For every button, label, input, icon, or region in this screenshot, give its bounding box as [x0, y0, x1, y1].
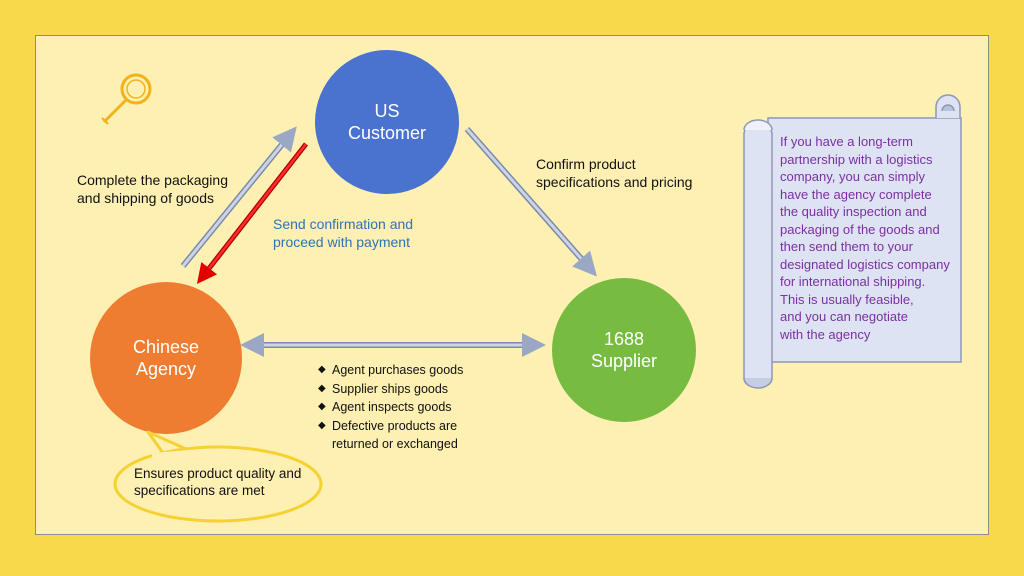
label-confirm-specs: Confirm product specifications and prici…	[536, 156, 693, 190]
node-chinese-agency	[90, 282, 242, 434]
supplier-label: 1688 Supplier	[590, 329, 658, 371]
scroll-note-text: If you have a long-term partnership with…	[780, 133, 950, 343]
arrow-customer-to-supplier	[464, 127, 597, 277]
diamond-bullet-icon: ◆	[318, 419, 326, 431]
scroll-feasible-paragraph: This is usually feasible, and you can ne…	[780, 291, 914, 342]
diamond-bullet-icon: ◆	[318, 364, 326, 375]
scroll-note-paragraph: If you have a long-term partnership with…	[780, 134, 950, 289]
list-item: ◆Supplier ships goods	[318, 380, 463, 399]
label-send-confirmation: Send confirmation and proceed with payme…	[273, 216, 414, 250]
label-packaging-shipping: Complete the packaging and shipping of g…	[77, 172, 228, 206]
diamond-bullet-icon: ◆	[318, 382, 326, 394]
list-item: ◆Agent purchases goods	[318, 361, 463, 380]
list-item: ◆Agent inspects goods	[318, 398, 463, 417]
quality-callout-shape	[113, 430, 323, 523]
arrow-agency-to-customer	[180, 126, 297, 268]
scroll-banner	[743, 94, 962, 389]
us-customer-label: US Customer	[347, 101, 427, 143]
chinese-agency-label: Chinese Agency	[132, 337, 200, 379]
quality-callout-text: Ensures product quality and specificatio…	[134, 466, 302, 498]
node-us-customer	[315, 50, 459, 194]
magnifier-icon	[101, 73, 152, 125]
arrow-payment-customer-to-agency	[196, 142, 308, 284]
process-steps-list: ◆Agent purchases goods ◆Supplier ships g…	[318, 361, 463, 454]
node-supplier	[552, 278, 696, 422]
diamond-bullet-icon: ◆	[318, 401, 326, 412]
